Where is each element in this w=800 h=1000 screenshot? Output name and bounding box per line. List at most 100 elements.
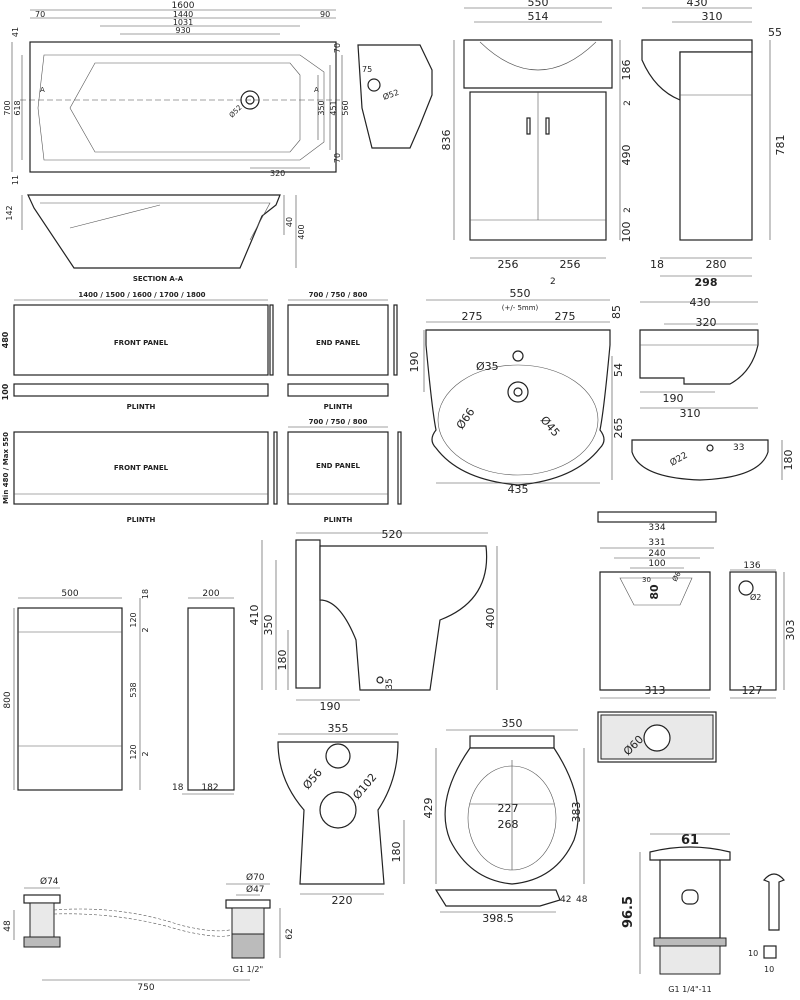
panel-label: FRONT PANEL bbox=[114, 339, 169, 347]
dim-label: Ø2 bbox=[750, 592, 761, 602]
dim-label: 100 bbox=[620, 222, 633, 243]
basin-tap-hole bbox=[512, 350, 524, 362]
basin-plan-view: 550 (+/- 5mm) 275 275 85 190 54 265 Ø35 … bbox=[408, 287, 625, 496]
wc-unit-side-view: 200 18 182 bbox=[172, 589, 235, 795]
click-waste-slot bbox=[681, 889, 699, 905]
panel-size: 700 / 750 / 800 bbox=[309, 418, 368, 426]
section-caption: SECTION A-A bbox=[133, 275, 184, 283]
front-panel-top bbox=[13, 304, 269, 376]
wc-fixing-hole bbox=[376, 676, 384, 684]
dim-label: 70 bbox=[333, 153, 342, 163]
dim-label: 500 bbox=[61, 589, 78, 599]
dim-label: 48 bbox=[3, 920, 13, 932]
dim-label: 320 bbox=[270, 169, 285, 178]
dim-label: 62 bbox=[285, 928, 295, 939]
waste-flange bbox=[225, 899, 271, 909]
dim-label: 265 bbox=[612, 418, 625, 439]
vanity-side-view: 430 310 55 781 18 280 298 bbox=[641, 0, 787, 289]
dim-label: 800 bbox=[3, 691, 13, 708]
dim-label: 2 bbox=[141, 627, 150, 632]
dim-label: 190 bbox=[320, 700, 341, 713]
click-waste-nut bbox=[653, 937, 727, 947]
dim-label: 10 bbox=[764, 965, 774, 974]
bath-basin-well bbox=[69, 62, 301, 153]
dim-label: 410 bbox=[248, 605, 261, 626]
cistern-body bbox=[599, 571, 711, 691]
seat-profile bbox=[434, 889, 561, 907]
dim-label: 48 bbox=[576, 895, 588, 905]
panel-label: FRONT PANEL bbox=[114, 464, 169, 472]
dim-label: 256 bbox=[498, 258, 519, 271]
panel-size: 1400 / 1500 / 1600 / 1700 / 1800 bbox=[78, 291, 205, 299]
plinth-label: PLINTH bbox=[127, 403, 156, 411]
dim-label: 550 bbox=[510, 287, 531, 300]
plinth-label: PLINTH bbox=[127, 516, 156, 524]
dim-label: 18 bbox=[172, 783, 184, 793]
cistern-side-button bbox=[738, 580, 754, 596]
overflow-hose bbox=[53, 908, 237, 932]
dim-label: 2 bbox=[550, 277, 556, 287]
dim-label: 334 bbox=[648, 523, 665, 533]
seat-hinge-bar bbox=[469, 735, 555, 749]
dim-label: 313 bbox=[645, 684, 666, 697]
plinth-label: PLINTH bbox=[324, 403, 353, 411]
dim-label: 227 bbox=[498, 802, 519, 815]
basin-side-view: 430 320 190 310 bbox=[639, 296, 759, 420]
dim-label: 18 bbox=[650, 258, 664, 271]
dim-label: 240 bbox=[648, 549, 665, 559]
dim-label: Ø70 bbox=[246, 872, 265, 883]
dim-label: 355 bbox=[328, 722, 349, 735]
bath-end-view: 75 Ø52 bbox=[357, 44, 433, 149]
cistern-flush-recess bbox=[619, 577, 693, 606]
dim-label: 310 bbox=[680, 407, 701, 420]
wc-rear-inlet bbox=[325, 743, 351, 769]
dim-label: 514 bbox=[528, 10, 549, 23]
basin-side-outline bbox=[639, 329, 759, 385]
wc-side-pan bbox=[319, 545, 488, 691]
wc-unit-front-view: 500 800 18 120 2 538 120 2 bbox=[3, 589, 150, 791]
dim-label: 1440 bbox=[173, 10, 193, 19]
dim-label: 40 bbox=[285, 217, 294, 227]
cistern-top-view: Ø60 bbox=[597, 711, 717, 763]
cistern-side-body bbox=[729, 571, 777, 691]
bath-panels-top: 1400 / 1500 / 1600 / 1700 / 1800 FRONT P… bbox=[1, 291, 398, 411]
door-handle-left bbox=[526, 117, 531, 135]
end-panel-top bbox=[287, 304, 389, 376]
plinth-label: PLINTH bbox=[324, 516, 353, 524]
dim-label: 75 bbox=[362, 65, 372, 74]
dim-label: 383 bbox=[570, 802, 583, 823]
overflow-hose-lower bbox=[53, 913, 237, 937]
wc-unit-side-body bbox=[187, 607, 235, 791]
dim-label: 490 bbox=[620, 145, 633, 166]
dim-label: 398.5 bbox=[482, 912, 514, 925]
dim-label: 700 bbox=[3, 100, 12, 115]
dim-label: 836 bbox=[440, 130, 453, 151]
dim-label: 538 bbox=[129, 682, 138, 697]
dim-label: 930 bbox=[175, 26, 190, 35]
dim-label: 429 bbox=[422, 798, 435, 819]
basin-bowl bbox=[437, 364, 599, 476]
dim-label: 781 bbox=[774, 135, 787, 156]
panel-edge bbox=[273, 431, 278, 505]
bath-plan-view: 1600 70 1440 90 1031 930 41 700 618 11 A… bbox=[3, 1, 350, 185]
dim-label: 298 bbox=[695, 276, 718, 289]
dim-label: 200 bbox=[202, 589, 219, 599]
vanity-basin-top bbox=[463, 39, 613, 89]
dim-label: G1 1/4"-11 bbox=[668, 985, 711, 994]
dim-label: 18 bbox=[141, 589, 150, 599]
vanity-front-view: 550 514 836 186 2 490 2 100 256 256 2 bbox=[440, 0, 633, 287]
plinth-height: 100 bbox=[1, 383, 10, 400]
basin-front-outline bbox=[631, 439, 769, 481]
cistern-lid bbox=[597, 511, 717, 523]
dim-label: 42 bbox=[560, 895, 571, 905]
dim-label: 11 bbox=[11, 175, 20, 185]
front-plinth-top bbox=[13, 383, 269, 397]
dim-label: 120 bbox=[129, 744, 138, 759]
bath-section-view: 142 40 400 SECTION A-A bbox=[5, 194, 306, 283]
bath-section-inner bbox=[40, 202, 271, 241]
dim-label: Ø74 bbox=[40, 876, 59, 887]
wc-rear-view: 355 Ø56 Ø102 180 220 bbox=[277, 722, 405, 907]
dim-label: 80 bbox=[648, 584, 661, 600]
overflow-elbow bbox=[23, 936, 61, 948]
